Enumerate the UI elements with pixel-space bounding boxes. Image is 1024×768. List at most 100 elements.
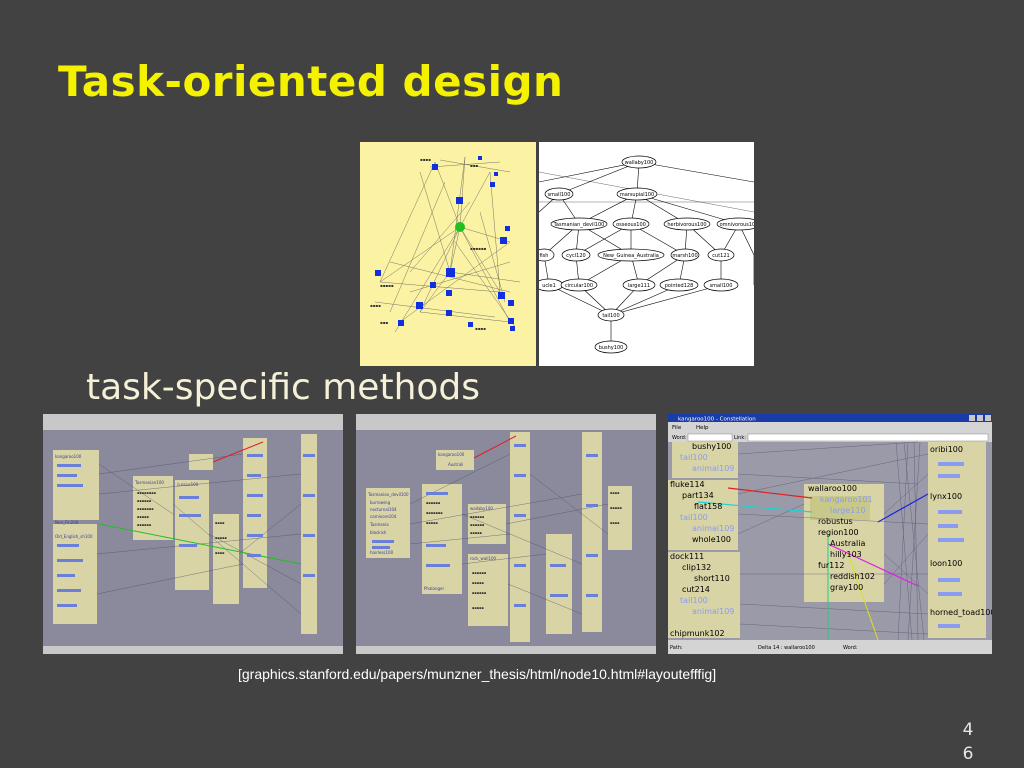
node-label: kangaroo100 xyxy=(438,452,465,457)
menu-help[interactable]: Help xyxy=(696,425,709,431)
node-label: reddish102 xyxy=(830,572,875,581)
tree-node: cycl120 xyxy=(566,253,585,259)
node-label: region100 xyxy=(818,528,859,537)
window-controls xyxy=(969,415,991,421)
screenshot-1-svg: kangaroo100 Tasmanian100 cuscus100 Old_E… xyxy=(43,414,343,654)
node-label: tail100 xyxy=(680,453,708,462)
svg-text:▪▪▪▪▪▪: ▪▪▪▪▪▪ xyxy=(426,501,441,505)
tree-node: marsh100 xyxy=(672,253,697,259)
svg-text:▪▪▪▪: ▪▪▪▪ xyxy=(610,491,620,495)
node-label: rock_wall100 xyxy=(470,556,497,561)
svg-text:▪▪▪▪▪: ▪▪▪▪▪ xyxy=(472,581,484,585)
node-label: blackish xyxy=(370,530,387,535)
svg-text:▪▪▪▪▪▪▪▪: ▪▪▪▪▪▪▪▪ xyxy=(137,491,157,495)
svg-text:▪▪▪▪: ▪▪▪▪ xyxy=(215,551,225,555)
node-label: Tasmania xyxy=(369,522,389,527)
tree-node: omnivorous100 xyxy=(720,222,754,228)
svg-text:▪▪▪▪▪▪: ▪▪▪▪▪▪ xyxy=(470,515,485,519)
tree-layout-svg: wallaby100 small100 marsupial100 Tasmani… xyxy=(539,155,754,354)
node-label: tail100 xyxy=(680,513,708,522)
node-label: cuscus100 xyxy=(177,482,199,487)
node-label: Old_English_sh100 xyxy=(55,534,93,539)
menu-file[interactable]: File xyxy=(672,425,682,431)
slide-title: Task-oriented design xyxy=(58,57,564,106)
svg-text:▪▪▪▪▪: ▪▪▪▪▪ xyxy=(137,515,149,519)
svg-text:▪▪▪▪▪▪: ▪▪▪▪▪▪ xyxy=(470,523,485,527)
tree-node: small100 xyxy=(548,192,571,198)
svg-text:▪▪▪▪▪▪▪: ▪▪▪▪▪▪▪ xyxy=(426,511,443,515)
tree-node: cut121 xyxy=(712,253,729,259)
node-label: Australia xyxy=(830,539,865,548)
node-label: robustus xyxy=(818,517,853,526)
node-label: carnivore104 xyxy=(370,514,397,519)
svg-text:▪▪▪▪▪: ▪▪▪▪▪ xyxy=(610,506,622,510)
svg-text:▪▪▪▪▪: ▪▪▪▪▪ xyxy=(215,536,227,540)
link-input[interactable] xyxy=(747,433,989,442)
graph-layout-figure: ▪▪▪▪ ▪▪▪ ▪▪▪▪▪ ▪▪▪▪▪▪ ▪▪▪▪ ▪▪▪ ▪▪▪▪ xyxy=(360,142,536,366)
close-icon[interactable] xyxy=(985,415,991,421)
node-label: loon100 xyxy=(930,559,962,568)
graph-layout-svg: ▪▪▪▪ ▪▪▪ ▪▪▪▪▪ ▪▪▪▪▪▪ ▪▪▪▪ ▪▪▪ ▪▪▪▪ xyxy=(370,156,521,333)
node-label: gray100 xyxy=(830,583,863,592)
screenshot-2-svg: kangaroo100 Australi Tasmanian_devil100 … xyxy=(356,414,656,654)
node-label: short110 xyxy=(694,574,730,583)
svg-text:▪▪▪▪: ▪▪▪▪ xyxy=(610,521,620,525)
maximize-icon[interactable] xyxy=(977,415,983,421)
node-label: horned_toad100 xyxy=(930,608,992,617)
word-field-label: Word: xyxy=(672,435,687,441)
tree-node: tail100 xyxy=(602,313,619,319)
node-label: nocturnal104 xyxy=(370,507,397,512)
node-label: wallaroo100 xyxy=(808,484,857,493)
status-path: Path: xyxy=(670,645,683,651)
status-word: Word: xyxy=(843,645,858,651)
svg-text:▪▪▪▪▪: ▪▪▪▪▪ xyxy=(380,283,394,288)
tree-node: ucle1 xyxy=(542,283,556,289)
page-number-line-1: 4 xyxy=(962,720,974,740)
center-node xyxy=(455,222,465,232)
node-label: hairless100 xyxy=(370,550,394,555)
node-label: lynx100 xyxy=(930,492,962,501)
svg-text:▪▪▪▪▪▪: ▪▪▪▪▪▪ xyxy=(137,499,152,503)
node-label: hilly103 xyxy=(830,550,862,559)
minimize-icon[interactable] xyxy=(969,415,975,421)
tree-layout-figure: wallaby100 small100 marsupial100 Tasmani… xyxy=(539,142,754,366)
svg-text:▪▪▪▪▪▪: ▪▪▪▪▪▪ xyxy=(137,523,152,527)
svg-text:▪▪▪▪: ▪▪▪▪ xyxy=(420,157,431,162)
node-label: Tasmanian100 xyxy=(134,480,164,485)
tree-node: New_Guinea_Australia xyxy=(603,253,659,259)
node-label: animal109 xyxy=(692,524,734,533)
tree-node: small100 xyxy=(710,283,733,289)
node-label: Nen_Fin200 xyxy=(55,520,79,525)
page-number: 4 6 xyxy=(958,718,978,766)
svg-text:▪▪▪: ▪▪▪ xyxy=(380,320,388,325)
node-label: whole100 xyxy=(692,535,731,544)
window-titlebar xyxy=(668,414,992,422)
node-label: chipmunk102 xyxy=(670,629,725,638)
tree-node: fish xyxy=(540,253,549,259)
tree-node: osseous100 xyxy=(616,222,646,228)
slide-subtitle: task-specific methods xyxy=(86,367,481,408)
svg-text:▪▪▪▪▪▪: ▪▪▪▪▪▪ xyxy=(472,571,487,575)
svg-text:▪▪▪▪▪▪: ▪▪▪▪▪▪ xyxy=(472,591,487,595)
link-field-label: Link: xyxy=(734,435,746,441)
svg-text:▪▪▪▪: ▪▪▪▪ xyxy=(370,303,381,308)
word-input[interactable] xyxy=(687,433,733,442)
svg-text:▪▪▪: ▪▪▪ xyxy=(470,163,478,168)
svg-text:▪▪▪▪▪: ▪▪▪▪▪ xyxy=(470,531,482,535)
tree-node: circular100 xyxy=(565,283,593,289)
node-label: Tasmanian_devil100 xyxy=(367,492,409,497)
svg-text:▪▪▪▪: ▪▪▪▪ xyxy=(215,521,225,525)
node-label: animal109 xyxy=(692,464,734,473)
constellation-screenshot-2: kangaroo100 Australi Tasmanian_devil100 … xyxy=(356,414,656,654)
node-label: animal109 xyxy=(692,607,734,616)
source-caption: [graphics.stanford.edu/papers/munzner_th… xyxy=(238,666,717,682)
tree-node: Tasmanian_devil100 xyxy=(553,222,605,228)
node-label: clip132 xyxy=(682,563,711,572)
svg-text:▪▪▪▪▪: ▪▪▪▪▪ xyxy=(472,606,484,610)
node-label: part134 xyxy=(682,491,714,500)
node-label: fur112 xyxy=(818,561,844,570)
node-label: cut214 xyxy=(682,585,710,594)
node-label: Phalanger xyxy=(424,586,444,591)
node-label: bushy100 xyxy=(692,442,731,451)
node-label: flat158 xyxy=(694,502,722,511)
